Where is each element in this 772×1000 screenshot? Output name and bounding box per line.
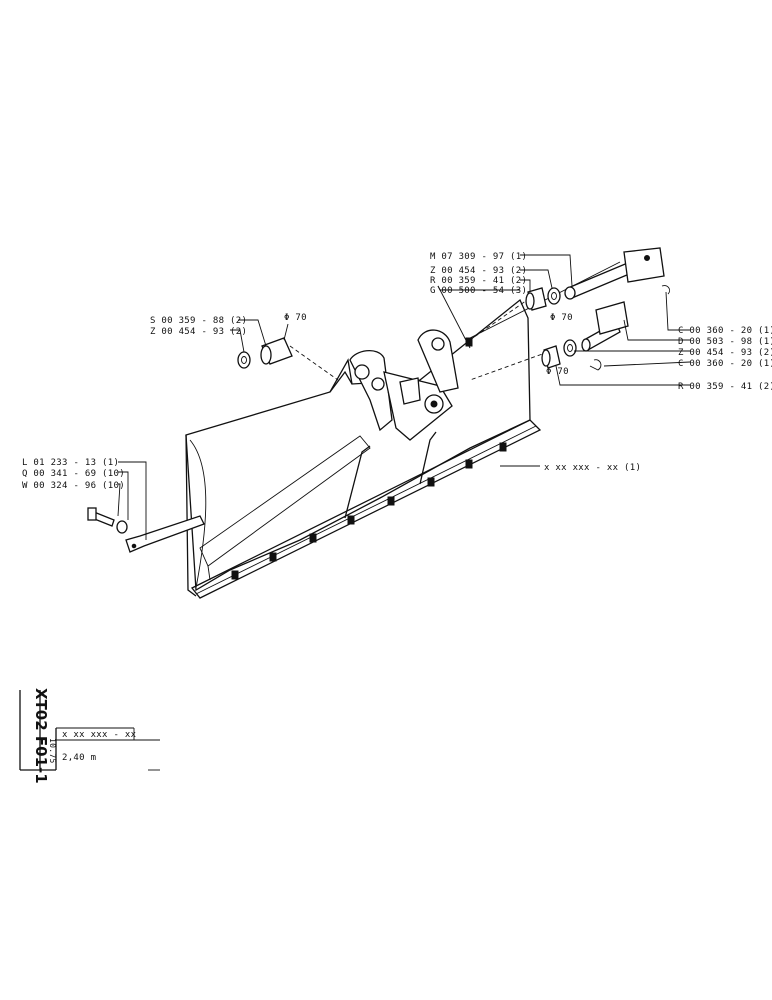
drawing-code: XT02 F01-1 [32,688,50,784]
part-labels: M 07 309 - 97 (1) Z 00 454 - 93 (2) R 00… [22,252,772,491]
label-g00500: G 00 500 - 54 (3) [430,286,527,296]
label-s00359: S 00 359 - 88 (2) [150,316,247,326]
dim-lower: Φ 70 [546,367,569,377]
date-code: 10.75 [48,738,57,764]
blade-width: 2,40 m [62,753,96,763]
label-assembly: x xx xxx - xx (1) [544,463,641,473]
short-pin [581,301,629,352]
label-z00454-top: Z 00 454 - 93 (2) [430,266,527,276]
label-d00503: D 00 503 - 98 (1) [678,337,772,347]
label-z00454-right: Z 00 454 - 93 (2) [678,348,772,358]
title-block: XT02 F01-1 10.75 x xx xxx - xx 2,40 m [19,688,160,784]
label-c00360-top: C 00 360 - 20 (1) [678,326,772,336]
dim-upper: Φ 70 [550,313,573,323]
label-r00359-lower: R 00 359 - 41 (2) [678,382,772,392]
label-z00454-left: Z 00 454 - 93 (2) [150,327,247,337]
label-q00341: Q 00 341 - 69 (10) [22,469,125,479]
long-pin [564,247,671,300]
label-m07309: M 07 309 - 97 (1) [430,252,527,262]
leader-lines [117,254,691,540]
ref-code: x xx xxx - xx [62,730,137,740]
label-l01233: L 01 233 - 13 (1) [22,458,119,468]
label-c00360-lower: C 00 360 - 20 (1) [678,359,772,369]
label-w00324: W 00 324 - 96 (10) [22,481,125,491]
dim-left: Φ 70 [284,313,307,323]
pivot-brackets [329,329,459,441]
dozer-blade [185,298,542,599]
label-r00359-top: R 00 359 - 41 (2) [430,276,527,286]
